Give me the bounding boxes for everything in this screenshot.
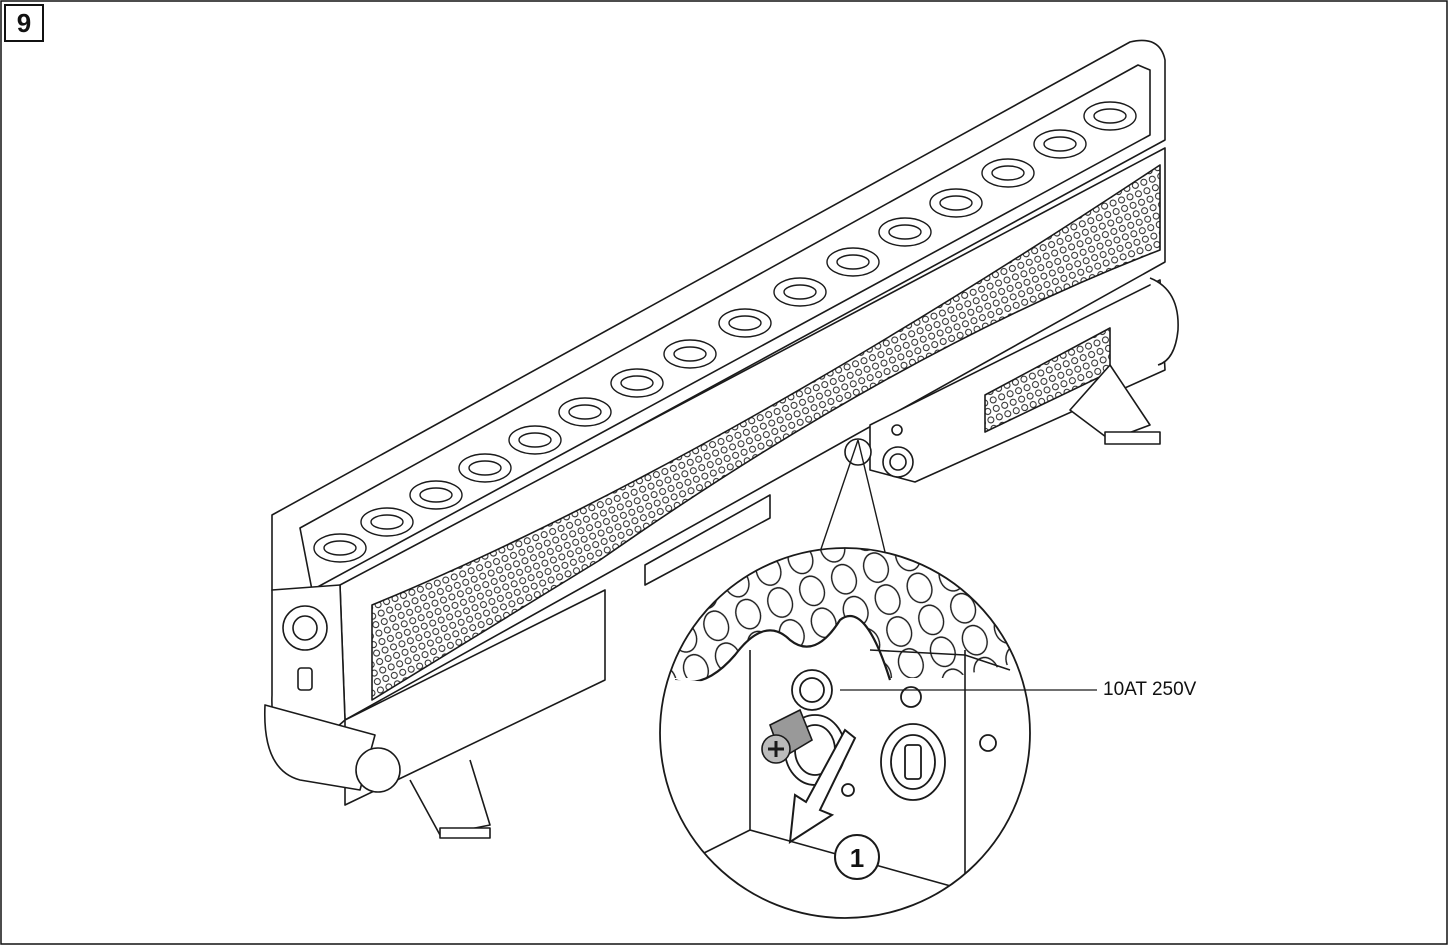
- fuse-rating-label: 10AT 250V: [1103, 679, 1197, 700]
- zoom-guide-lines: [819, 439, 886, 553]
- fuse-holder-icon: [791, 669, 833, 711]
- step-marker: 1: [850, 843, 864, 873]
- zoom-circle-outline: [659, 547, 1031, 919]
- led-lens-row: [313, 101, 1137, 563]
- step-marker-circle: [834, 834, 880, 880]
- screwdriver-tip-icon: [761, 708, 813, 764]
- figure-number: 9: [4, 4, 44, 42]
- arrow-icon: [788, 728, 857, 844]
